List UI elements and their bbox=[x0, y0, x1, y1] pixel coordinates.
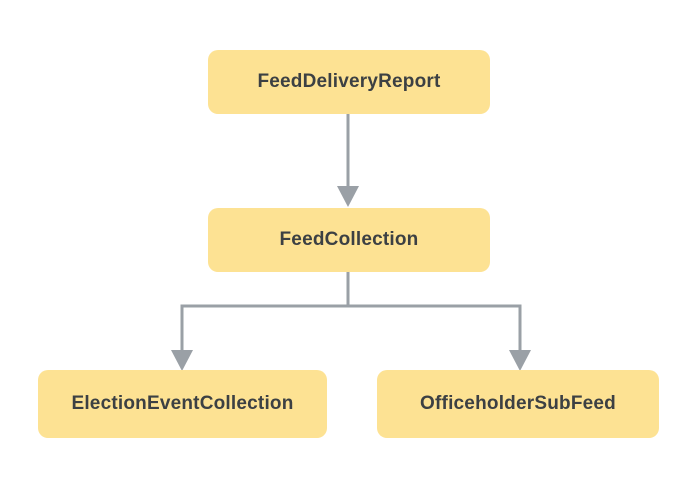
node-label: ElectionEventCollection bbox=[71, 393, 294, 414]
arrowhead-down-icon bbox=[171, 350, 193, 371]
node-feed-collection: FeedCollection bbox=[208, 208, 490, 272]
node-label: OfficeholderSubFeed bbox=[420, 393, 616, 414]
edge-branch-bar bbox=[180, 304, 522, 352]
arrowhead-down-icon bbox=[337, 186, 359, 207]
node-feed-delivery-report: FeedDeliveryReport bbox=[208, 50, 490, 114]
node-election-event-collection: ElectionEventCollection bbox=[38, 370, 327, 438]
arrowhead-down-icon bbox=[509, 350, 531, 371]
node-label: FeedCollection bbox=[279, 229, 419, 250]
node-label: FeedDeliveryReport bbox=[257, 71, 441, 92]
node-officeholder-sub-feed: OfficeholderSubFeed bbox=[377, 370, 659, 438]
